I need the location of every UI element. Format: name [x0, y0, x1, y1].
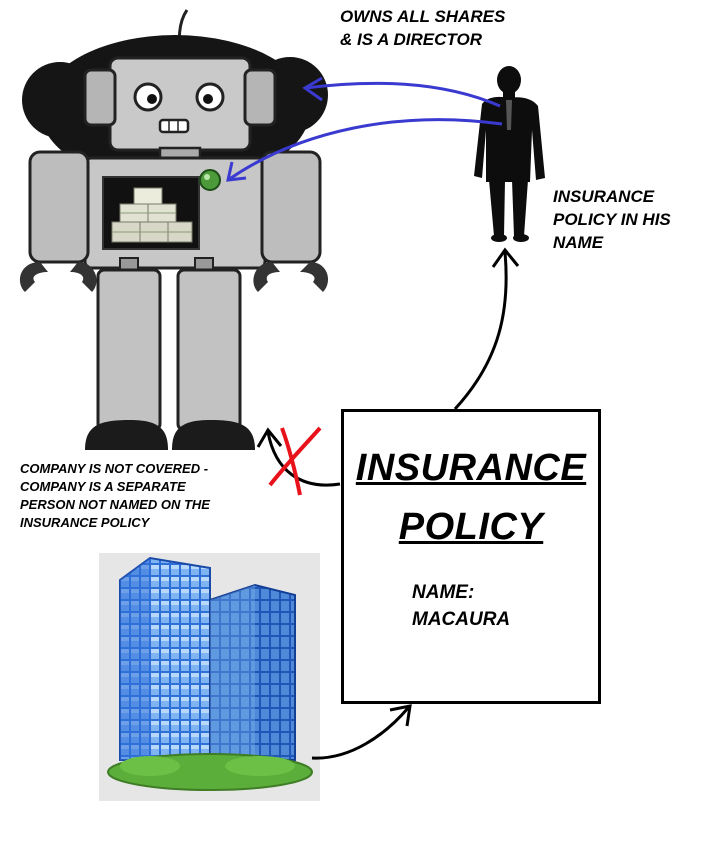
- owns-shares-label: OWNS ALL SHARES & IS A DIRECTOR: [340, 7, 506, 49]
- policy-to-director-arrow: [453, 251, 508, 411]
- robot-company-icon: [20, 9, 329, 450]
- policy-in-his-name-label: INSURANCE POLICY IN HIS NAME: [553, 187, 671, 252]
- policy-to-company-arrow: [266, 431, 341, 487]
- company-not-covered-label: COMPANY IS NOT COVERED - COMPANY IS A SE…: [20, 461, 210, 530]
- ownership-arrow-shares: [304, 81, 501, 108]
- red-x-icon: [268, 426, 322, 496]
- policy-name-value: MACAURA: [412, 609, 511, 630]
- policy-title-line2: POLICY: [398, 506, 544, 548]
- money-stack-icon: [111, 187, 193, 243]
- company-to-policy-arrow: [311, 707, 410, 760]
- insurance-policy-box: INSURANCE POLICY NAME: MACAURA: [341, 409, 601, 704]
- policy-name-label: NAME:: [412, 582, 475, 603]
- policy-title-line1: INSURANCE: [355, 447, 587, 489]
- businessman-icon: [474, 66, 545, 242]
- office-buildings-icon: [99, 553, 320, 801]
- ownership-arrow-director: [227, 118, 503, 182]
